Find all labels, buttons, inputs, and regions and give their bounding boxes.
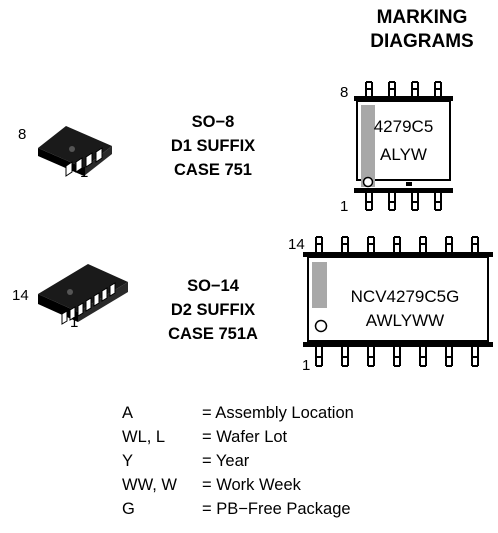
- legend-row: Y = Year: [122, 450, 422, 474]
- legend-row: A = Assembly Location: [122, 402, 422, 426]
- so14-marking-diagram: [303, 236, 493, 367]
- so14-package-image: [38, 264, 128, 325]
- so8-marking-diagram: [354, 81, 453, 211]
- legend-value: = PB−Free Package: [202, 500, 351, 518]
- so8-suffix: D1 SUFFIX: [170, 137, 256, 155]
- so14-photo-pin-14-label: 14: [12, 287, 29, 304]
- so8-package-info: SO−8 D1 SUFFIX CASE 751: [148, 110, 278, 182]
- so14-package-info: SO−14 D2 SUFFIX CASE 751A: [148, 274, 278, 346]
- so8-diagram-pin-8-label: 8: [340, 84, 349, 101]
- legend-key: WW, W: [122, 476, 177, 494]
- so8-package-name: SO−8: [191, 113, 235, 131]
- header-line2: DIAGRAMS: [370, 31, 474, 52]
- so14-case: CASE 751A: [168, 325, 258, 343]
- legend-row: WL, L = Wafer Lot: [122, 426, 422, 450]
- legend-key: A: [122, 404, 134, 422]
- so14-marking-line2: AWLYWW: [365, 311, 445, 330]
- so8-bottom-pins: [365, 193, 442, 211]
- so8-photo-pin-1-label: 1: [80, 164, 89, 181]
- so14-pin1-band: [312, 262, 327, 308]
- legend-value: = Work Week: [202, 476, 301, 494]
- so14-diagram-pin-1-label: 1: [302, 357, 311, 374]
- legend: A = Assembly Location WL, L = Wafer Lot …: [122, 402, 422, 527]
- legend-value: = Assembly Location: [202, 404, 354, 422]
- so14-package-name: SO−14: [187, 277, 239, 295]
- legend-row: G = PB−Free Package: [122, 498, 422, 522]
- so8-marking-line1: 4279C5: [373, 117, 434, 136]
- header-line1: MARKING: [376, 7, 468, 28]
- so14-marking-line1: NCV4279C5G: [350, 287, 460, 306]
- legend-value: = Wafer Lot: [202, 428, 288, 446]
- so8-top-pins: [365, 81, 442, 96]
- so8-diagram-pin-1-label: 1: [340, 198, 349, 215]
- so8-photo-pin-8-label: 8: [18, 126, 27, 143]
- so14-bottom-pins: [315, 347, 479, 367]
- so8-marking-line2: ALYW: [380, 145, 427, 164]
- so14-diagram-pin-14-label: 14: [288, 236, 305, 253]
- legend-key: Y: [122, 452, 134, 470]
- so8-case: CASE 751: [174, 161, 252, 179]
- marking-diagrams-header: MARKING DIAGRAMS: [352, 6, 492, 54]
- legend-key: WL, L: [122, 428, 166, 446]
- so14-pin1-dot: [314, 319, 328, 333]
- legend-value: = Year: [202, 452, 250, 470]
- so14-photo-pin-1-label: 1: [70, 314, 79, 331]
- so14-suffix: D2 SUFFIX: [170, 301, 256, 319]
- so8-pin1-dot: [362, 176, 374, 188]
- so8-pin1-band: [361, 105, 375, 187]
- legend-row: WW, W = Work Week: [122, 474, 422, 498]
- so8-package-image: [38, 126, 112, 177]
- legend-key: G: [122, 500, 135, 518]
- so14-top-pins: [315, 236, 479, 252]
